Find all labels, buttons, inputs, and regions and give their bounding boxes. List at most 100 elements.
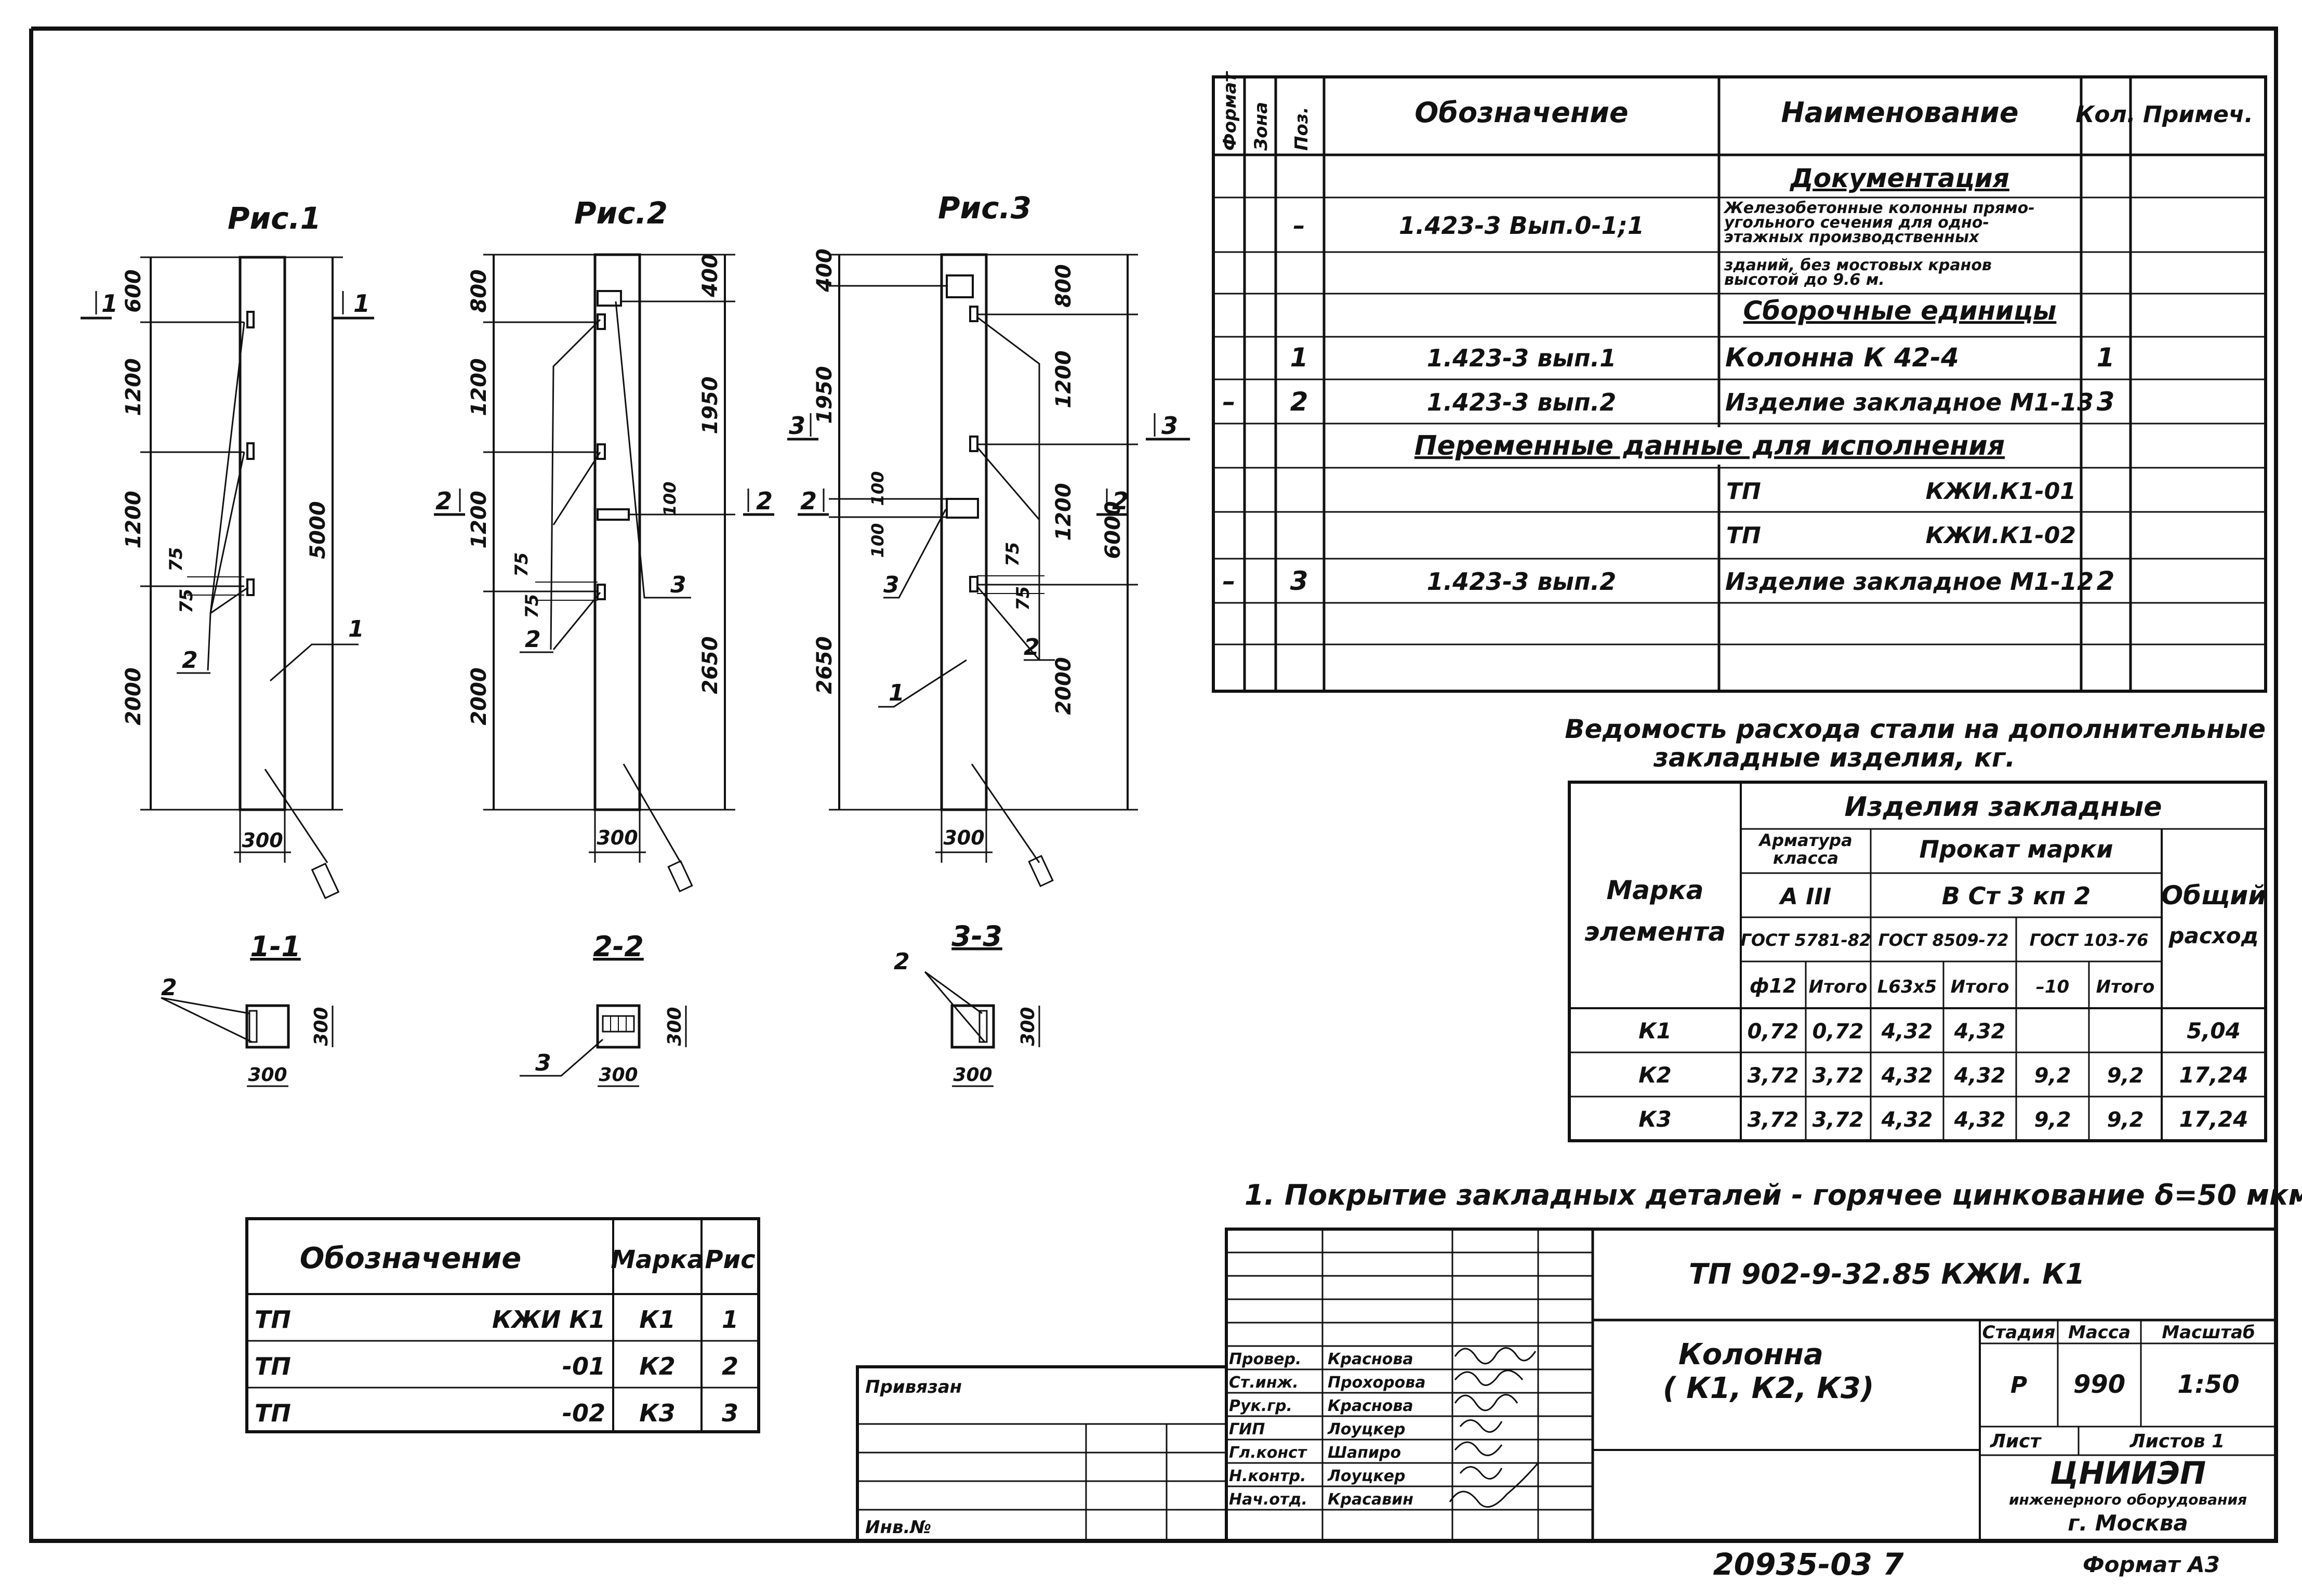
fig3-dim-1200a: 1200	[1052, 350, 1076, 408]
steel-sub-1: ф12	[1750, 974, 1797, 997]
steel-row-total: 5,04	[2187, 1018, 2241, 1044]
spec-row2-name: Изделие закладное М1-13	[1725, 388, 2094, 416]
fig3-dim-100: 100	[868, 471, 888, 506]
variants-row2-b: -01	[562, 1352, 605, 1380]
variant-section-mask	[1330, 427, 2079, 465]
title-mass: 990	[2073, 1370, 2125, 1399]
title-tied: Привязан	[865, 1377, 962, 1397]
footer-format: Формат А3	[2083, 1552, 2220, 1577]
section-2-2: 2-2 3 300 300	[520, 930, 687, 1087]
spec-row2-qty: 3	[2097, 387, 2115, 417]
fig2-section-left: 2	[435, 487, 452, 515]
steel-total-header-line2: расход	[2168, 923, 2258, 948]
title-city: г. Москва	[2068, 1510, 2188, 1536]
spec-doc-name-line2: угольного сечения для одно-	[1724, 214, 1989, 232]
fig1-dim-2000: 2000	[122, 667, 145, 725]
spec-header-note: Примеч.	[2143, 101, 2253, 128]
steel-cell: 3,72	[1748, 1064, 1799, 1088]
footer-number: 20935-03 7	[1713, 1547, 1904, 1582]
steel-row-k2: К2 3,72 3,72 4,32 4,32 9,2 9,2 17,24	[1638, 1062, 2248, 1088]
title-scale: 1:50	[2177, 1370, 2239, 1399]
section-3-3-label: 2	[894, 948, 910, 975]
steel-row-total: 17,24	[2179, 1106, 2248, 1132]
variants-row1-fig: 1	[722, 1305, 738, 1334]
fig1-dim-1200a: 1200	[122, 358, 145, 416]
fig2-dim-1200a: 1200	[467, 358, 491, 416]
fig3-dim-800: 800	[1052, 264, 1076, 308]
signatures	[1449, 1347, 1539, 1508]
steel-grade: В Ст 3 кп 2	[1942, 882, 2091, 910]
variants-header-fig: Рис	[705, 1245, 755, 1274]
variants-row2-a: ТП	[255, 1352, 291, 1380]
steel-rebar-header-line2: класса	[1773, 848, 1838, 868]
staff-name: Прохорова	[1328, 1374, 1425, 1392]
fig2-dim-400: 400	[698, 254, 722, 298]
steel-cell: 4,32	[1954, 1108, 2006, 1132]
steel-row-mark: К3	[1638, 1106, 1672, 1132]
steel-cell: 0,72	[1748, 1020, 1799, 1044]
variants-row3-mark: К3	[639, 1399, 676, 1427]
steel-cell: 9,2	[2034, 1108, 2071, 1132]
section-1-1: 1-1 2 300 300	[161, 930, 334, 1087]
steel-total-header-line1: Общий	[2161, 880, 2267, 911]
fig3-dim-6000: 6000	[1101, 501, 1125, 559]
steel-table	[1568, 781, 2267, 1142]
fig2-label-3: 3	[670, 572, 686, 598]
title-mass-header: Масса	[2068, 1322, 2131, 1343]
fig1-dim-75b: 75	[176, 589, 197, 613]
spec-doc-name-line3: этажных производственных	[1724, 228, 1980, 246]
steel-cell: 4,32	[1881, 1020, 1933, 1044]
section-3-3-dim-w: 300	[953, 1064, 992, 1086]
variants-table	[245, 1217, 760, 1433]
steel-mark-header-line2: элемента	[1584, 917, 1726, 947]
steel-cell: 3,72	[1748, 1108, 1799, 1132]
spec-variant2-left: ТП	[1726, 522, 1761, 549]
section-1-1-label: 2	[161, 974, 177, 1001]
fig1-label-1: 1	[348, 616, 364, 642]
fig2-dim-1950: 1950	[698, 376, 722, 434]
figure-3: Рис.3 400 1950 100 2650 100 800 1200 120…	[787, 190, 1190, 888]
fig2-dim-1200b: 1200	[467, 491, 491, 548]
section-1-1-dim-h: 300	[311, 1007, 332, 1046]
steel-gost-2: ГОСТ 8509-72	[1878, 930, 2009, 950]
fig3-section-3b: 3	[1161, 412, 1178, 440]
staff-name: Лоуцкер	[1327, 1420, 1406, 1439]
spec-row1-name: Колонна К 42-4	[1725, 342, 1959, 373]
fig2-section-right: 2	[756, 487, 773, 515]
spec-row3-name: Изделие закладное М1-12	[1725, 568, 2094, 596]
fig2-dim-75a: 75	[511, 552, 532, 577]
section-3-3-dim-h: 300	[1017, 1007, 1039, 1046]
fig3-section-2a: 2	[800, 487, 817, 515]
fig3-section-2b: 2	[1112, 487, 1129, 515]
fig3-dim-1950: 1950	[813, 366, 837, 424]
variants-row3-b: -02	[562, 1399, 605, 1427]
title-sheets: Листов 1	[2129, 1431, 2225, 1452]
fig2-dim-100: 100	[660, 482, 680, 517]
spec-header-qty: Кол.	[2075, 101, 2135, 128]
fig1-dim-600: 600	[122, 269, 145, 313]
spec-section-docs: Документация	[1789, 163, 2009, 193]
title-block	[856, 1228, 2278, 1542]
title-name-line2: ( К1, К2, К3)	[1663, 1371, 1874, 1405]
staff-name: Лоуцкер	[1327, 1467, 1406, 1485]
figure-2: Рис.2 800 1200 1200 2000 75 75 400 1950 …	[434, 195, 774, 893]
fig1-dim-5000: 5000	[306, 501, 330, 559]
title-stage-header: Стадия	[1982, 1322, 2056, 1343]
spec-header-name: Наименование	[1781, 96, 2018, 129]
figure-3-title: Рис.3	[938, 190, 1031, 226]
steel-row-total: 17,24	[2179, 1062, 2248, 1088]
spec-header-zone: Зона	[1251, 102, 1272, 151]
staff-role: Провер.	[1229, 1350, 1301, 1368]
steel-rolled-header: Прокат марки	[1920, 835, 2113, 863]
fig3-dim-400: 400	[813, 248, 837, 293]
fig3-label-3: 3	[883, 572, 899, 598]
fig3-dim-2000: 2000	[1052, 657, 1076, 715]
steel-cell: 3,72	[1813, 1064, 1864, 1088]
spec-doc-designation: 1.423-3 Вып.0-1;1	[1399, 212, 1644, 240]
fig2-dim-300: 300	[597, 826, 638, 849]
fig3-dim-75b: 75	[1013, 586, 1034, 611]
steel-table-title-line1: Ведомость расхода стали на дополнительны…	[1565, 714, 2266, 744]
section-2-2-label: 3	[535, 1050, 551, 1076]
spec-row3-format: –	[1223, 566, 1236, 596]
